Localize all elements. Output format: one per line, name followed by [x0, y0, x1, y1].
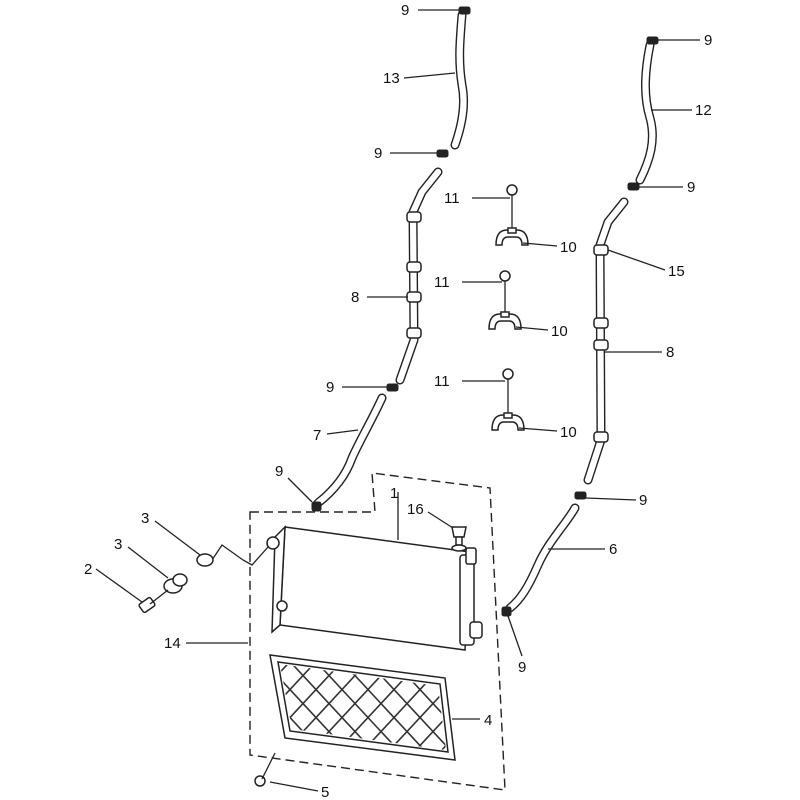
grille-mesh-line — [335, 664, 446, 750]
callout-2: 2 — [84, 561, 92, 578]
callout-7: 7 — [313, 427, 321, 444]
callout-3-upper: 3 — [141, 510, 149, 527]
leader-lines — [95, 9, 700, 792]
hoses — [313, 10, 657, 613]
grille-mesh-line — [452, 640, 582, 780]
callout-11-b: 11 — [434, 274, 450, 291]
grille-mesh-line — [309, 664, 441, 750]
callout-14: 14 — [164, 635, 181, 652]
pipe-8-right — [583, 197, 629, 485]
cap-16 — [451, 526, 467, 552]
callout-10-a: 10 — [560, 239, 577, 256]
grille-mesh-line — [373, 664, 446, 750]
callout-11-a: 11 — [444, 190, 460, 207]
hose-13-inner — [451, 11, 467, 149]
grille-mesh-line — [295, 664, 427, 750]
callout-10-b: 10 — [551, 323, 568, 340]
callout-8-left: 8 — [351, 289, 359, 306]
callout-5: 5 — [321, 784, 329, 800]
callout-12: 12 — [695, 102, 712, 119]
callout-6: 6 — [609, 541, 617, 558]
grille-mesh-line — [280, 664, 375, 750]
grille-mesh-line — [280, 664, 389, 750]
assembly-boundary — [249, 472, 506, 791]
callout-9-top-right: 9 — [704, 32, 712, 49]
callout-10-c: 10 — [560, 424, 577, 441]
grille-mesh-line — [280, 664, 363, 750]
callout-3-lower: 3 — [114, 536, 122, 553]
clip-set-b — [488, 270, 522, 330]
grille-mesh-line — [439, 664, 446, 750]
hose-clamps — [311, 6, 659, 617]
hose-6-inner — [506, 504, 579, 612]
callout-15: 15 — [668, 263, 685, 280]
callout-9-mid-left: 9 — [374, 145, 382, 162]
grille-mesh-line — [492, 640, 622, 780]
callout-9-right-mid: 9 — [687, 179, 695, 196]
grille-mesh-line — [361, 664, 446, 750]
callout-9-left-lower: 9 — [326, 379, 334, 396]
radiator — [266, 525, 483, 651]
callout-9-right-lower: 9 — [639, 492, 647, 509]
grille-mesh-line — [280, 664, 401, 750]
bolt-5 — [254, 752, 276, 787]
callout-11-c: 11 — [434, 373, 450, 390]
fittings — [138, 544, 269, 614]
grille-mesh-line — [466, 640, 596, 780]
callout-1: 1 — [390, 485, 398, 502]
grille — [269, 640, 622, 780]
callout-4: 4 — [484, 712, 492, 729]
pipe-8-left — [395, 167, 443, 385]
clip-set-a — [495, 184, 529, 246]
hose-7-inner — [314, 394, 386, 507]
clip-set-c — [491, 368, 525, 431]
callout-9-radiator-left: 9 — [275, 463, 283, 480]
grille-mesh-line — [347, 664, 446, 750]
grille-mesh-line — [321, 664, 446, 750]
callout-8-right: 8 — [666, 344, 674, 361]
callout-16: 16 — [407, 501, 424, 518]
callout-labels: 9 13 9 8 9 7 9 3 3 2 14 1 16 4 5 9 12 9 … — [84, 2, 712, 800]
hose-12-inner — [636, 41, 656, 184]
callout-9-top: 9 — [401, 2, 409, 19]
grille-mesh-line — [283, 664, 415, 750]
callout-13: 13 — [383, 70, 400, 87]
callout-9-bottom-right: 9 — [518, 659, 526, 676]
